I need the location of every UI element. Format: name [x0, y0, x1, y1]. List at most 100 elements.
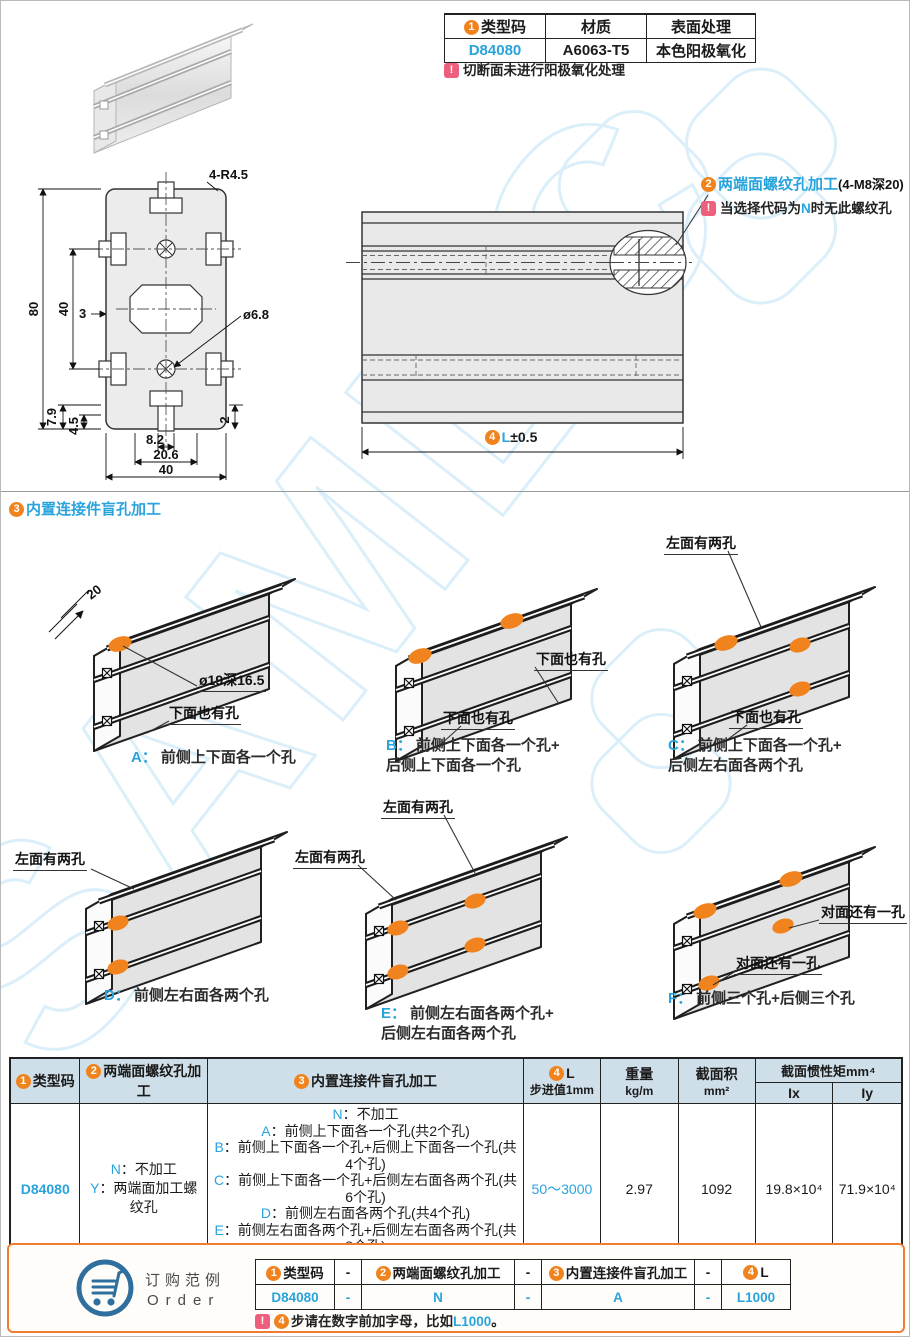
spec-data-row: D84080 A6063-T5 本色阳极氧化 [444, 38, 756, 63]
spec-header-material: 材质 [545, 13, 647, 39]
header-inertia: 截面惯性矩mm⁴ [754, 1057, 903, 1083]
warning-icon [255, 1314, 270, 1329]
circled-3-icon: 3 [548, 1266, 564, 1281]
order-dash: - [514, 1259, 542, 1285]
circled-2-icon: 2 [86, 1064, 102, 1079]
warning-icon [701, 201, 716, 216]
rear-bottom-hole-label: 下面也有孔 [534, 649, 608, 671]
variant-f-drawing [619, 789, 910, 1051]
spec-header-finish: 表面处理 [646, 13, 756, 39]
part-code-link[interactable]: D84080 [444, 38, 546, 63]
dim-79: 7.9 [44, 408, 59, 426]
rear-left-holes-label: 左面有两孔 [381, 797, 455, 819]
variant-d: 左面有两孔 D：前侧左右面各两个孔 [1, 789, 331, 1034]
part-code-link[interactable]: D84080 [255, 1284, 335, 1310]
order-dash: - [334, 1284, 362, 1310]
dim-40-outer: 40 [159, 462, 173, 477]
variant-c-drawing [619, 550, 910, 794]
variant-f: 对面还有一孔 对面还有一孔 F：前侧三个孔+后侧三个孔 [619, 789, 910, 1051]
circled-4-icon: 4 [743, 1264, 759, 1280]
product-photo [93, 23, 254, 154]
dim-hole: ø6.8 [243, 307, 269, 322]
bottom-hole-label: 下面也有孔 [729, 707, 803, 729]
circled-4-icon: 4 [484, 430, 500, 445]
circled-1-icon: 1 [463, 20, 479, 35]
order-title-cn: 订购范例 [145, 1272, 226, 1289]
circled-1-icon: 1 [266, 1266, 282, 1281]
dim-206: 20.6 [153, 447, 178, 462]
variant-a: 20 ø19深16.5 下面也有孔 A：前侧上下面各一个孔 [19, 536, 349, 791]
dim-4-r45: 4-R4.5 [209, 167, 248, 182]
circled-3-icon: 3 [9, 502, 24, 517]
dim-80: 80 [26, 302, 41, 316]
variant-c-caption: C：前侧上下面各一个孔+ 后侧左右面各两个孔 [668, 737, 842, 775]
dim-40-inner: 40 [56, 302, 71, 316]
spec-warning-note: 切断面未进行阳极氧化处理 [444, 59, 625, 79]
variant-f-caption: F：前侧三个孔+后侧三个孔 [668, 990, 855, 1007]
opposite-hole-label-bottom: 对面还有一孔 [734, 953, 822, 975]
thread-callout-warning: 当选择代码为N时无此螺纹孔 [701, 197, 892, 217]
dim-45: 4.5 [66, 417, 81, 435]
variant-a-drawing: 20 [48, 536, 349, 791]
variant-e-caption: E：前侧左右面各两个孔+ 后侧左右面各两个孔 [381, 1005, 554, 1043]
circled-4-icon: 4 [549, 1065, 565, 1081]
circled-2-icon: 2 [375, 1266, 391, 1281]
variant-b-caption: B：前侧上下面各一个孔+ 后侧上下面各一个孔 [386, 737, 560, 775]
order-title-en: Order [147, 1292, 221, 1309]
hole-spec-label: ø19深16.5 [197, 670, 267, 692]
side-view-drawing [346, 194, 709, 459]
circled-2-icon: 2 [701, 177, 716, 192]
cart-icon [76, 1259, 134, 1317]
order-data-row: D84080 - N - A - L1000 [255, 1284, 791, 1310]
dim-82: 8.2 [146, 432, 164, 447]
variant-e-drawing [357, 814, 616, 1051]
order-blind-value: A [541, 1284, 695, 1310]
order-dash: - [514, 1284, 542, 1310]
dim-2: 2 [217, 416, 232, 423]
header-ix: Ix [754, 1082, 834, 1104]
circled-1-icon: 1 [15, 1074, 31, 1089]
order-dash: - [694, 1259, 722, 1285]
bottom-hole-label: 下面也有孔 [167, 703, 241, 725]
variant-b-drawing [331, 536, 631, 796]
circled-4-icon: 4 [274, 1314, 289, 1329]
cross-section-drawing: 4-R4.5 80 40 3 ø6.8 7.9 4.5 8.2 20.6 40 … [26, 167, 269, 481]
order-thread-value: N [361, 1284, 515, 1310]
opposite-hole-label-right: 对面还有一孔 [819, 902, 907, 924]
left-face-holes-label: 左面有两孔 [13, 849, 87, 871]
finish-value: 本色阳极氧化 [646, 38, 756, 63]
header-iy: Iy [832, 1082, 903, 1104]
material-value: A6063-T5 [545, 38, 647, 63]
main-header-row-2: Ix Iy [10, 1082, 903, 1104]
circled-3-icon: 3 [294, 1074, 310, 1089]
bottom-hole-label: 下面也有孔 [441, 708, 515, 730]
order-dash: - [334, 1259, 362, 1285]
variant-d-caption: D：前侧左右面各两个孔 [104, 987, 269, 1004]
section-divider [1, 491, 909, 492]
dim-20: 20 [84, 582, 105, 603]
front-left-holes-label: 左面有两孔 [293, 847, 367, 869]
variant-b: 下面也有孔 下面也有孔 B：前侧上下面各一个孔+ 后侧上下面各一个孔 [331, 536, 631, 796]
order-length-value: L1000 [721, 1284, 791, 1310]
warning-icon [444, 63, 459, 78]
left-face-holes-label: 左面有两孔 [664, 533, 738, 555]
